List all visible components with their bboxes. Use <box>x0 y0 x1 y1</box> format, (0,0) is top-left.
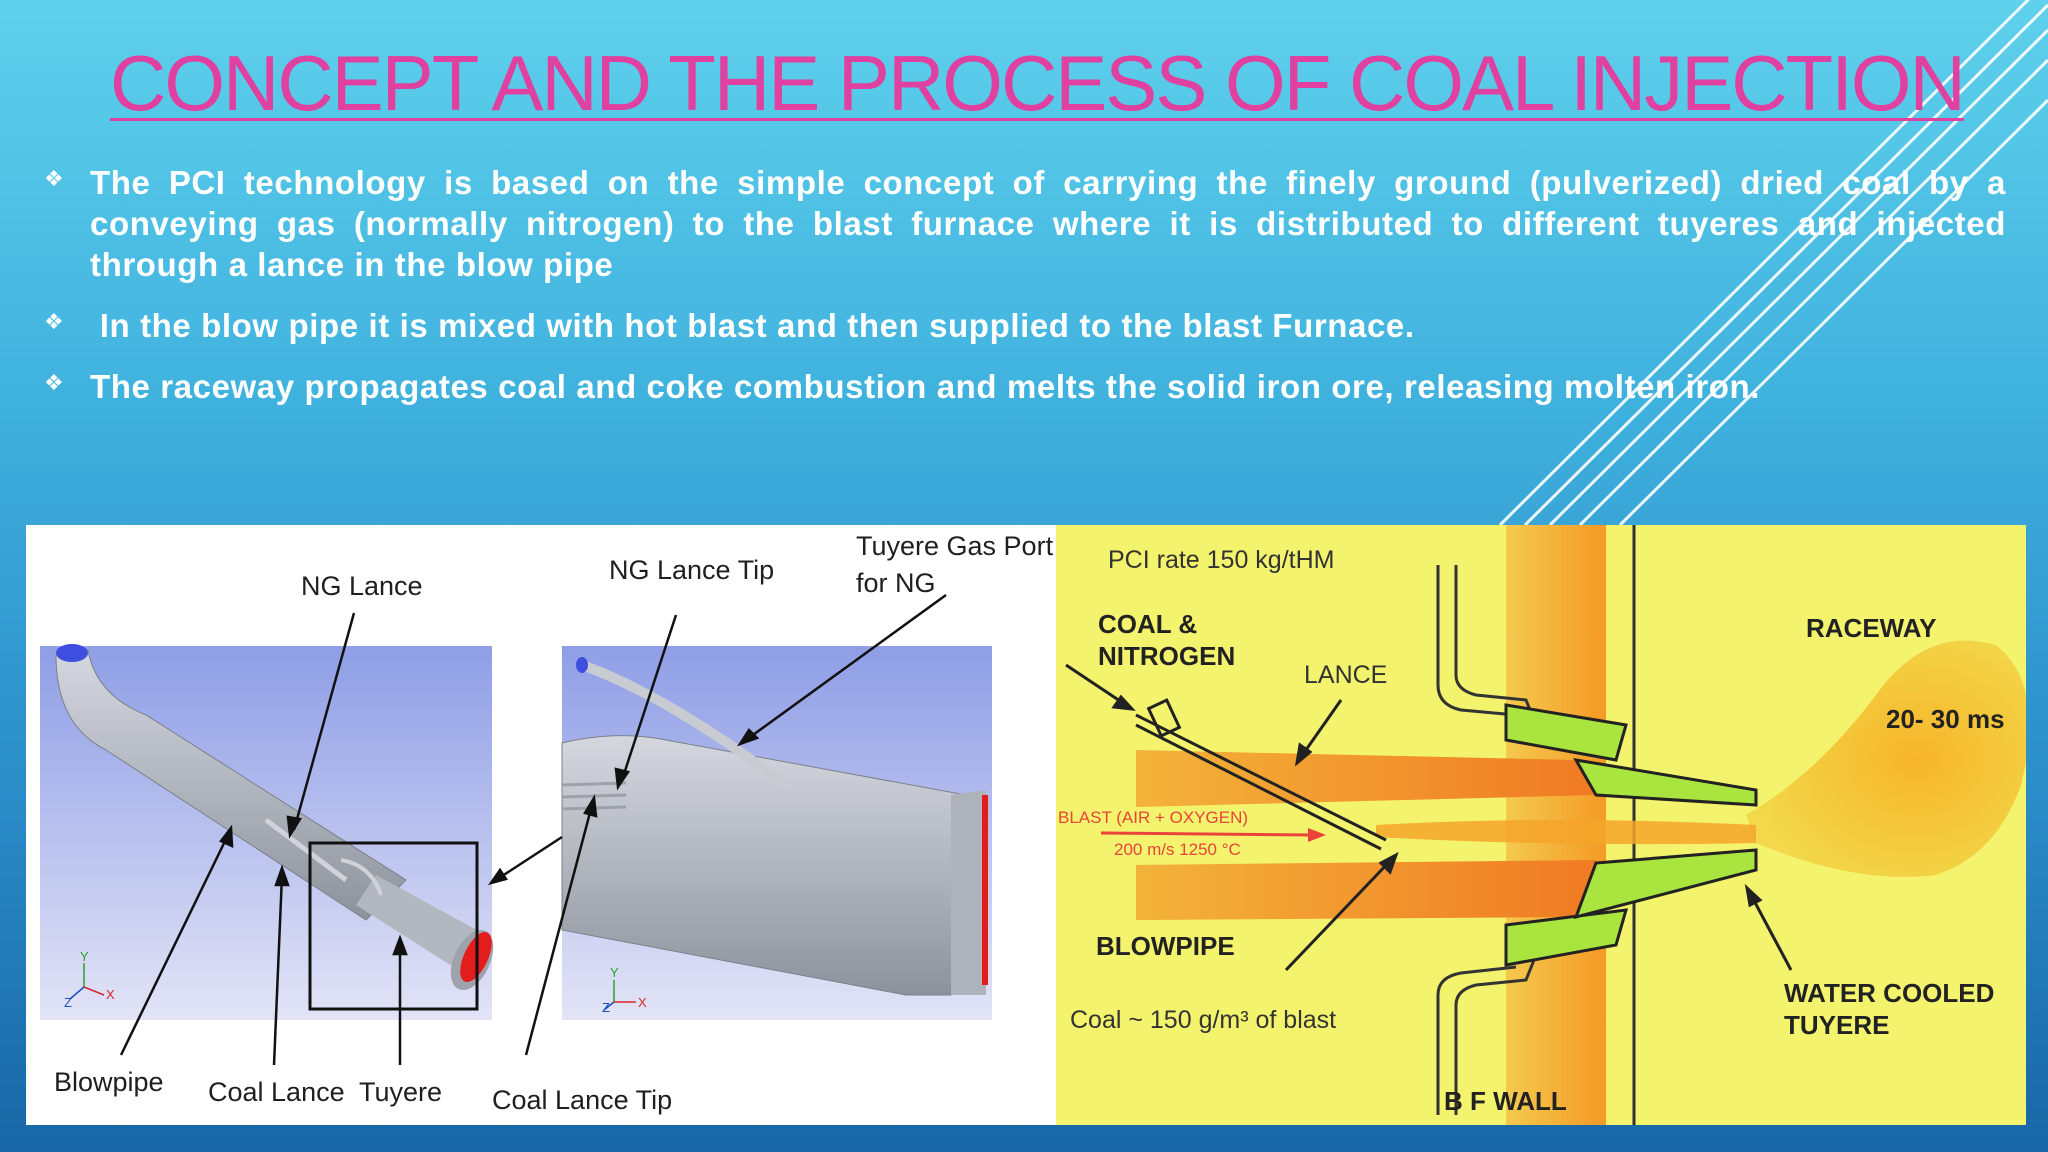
diagram-arrows <box>1065 663 1793 972</box>
label-water-cooled-2: TUYERE <box>1784 1010 1889 1040</box>
label-water-cooled: WATER COOLED <box>1784 978 1994 1008</box>
label-raceway: RACEWAY <box>1806 613 1937 643</box>
label-coal-lance: Coal Lance <box>208 1077 345 1107</box>
bullet-text: The raceway propagates coal and coke com… <box>90 368 1761 405</box>
lance-geometry-diagram: Y X Z Y X Z <box>26 525 1056 1125</box>
bullet-item: ❖ The raceway propagates coal and coke c… <box>40 366 2006 407</box>
diamond-bullet-icon: ❖ <box>44 310 64 335</box>
label-coal-rate: Coal ~ 150 g/m³ of blast <box>1070 1006 1336 1034</box>
label-tuyere: Tuyere <box>359 1077 442 1107</box>
label-ng-lance-tip: NG Lance Tip <box>609 555 774 585</box>
label-bf-wall: B F WALL <box>1444 1086 1567 1116</box>
svg-text:Z: Z <box>602 1000 610 1015</box>
lance-shape <box>1135 713 1387 842</box>
zoom-box <box>308 841 479 1011</box>
label-tuyere-gas-port: Tuyere Gas Port <box>856 531 1054 561</box>
pci-process-diagram: PCI rate 150 kg/tHM COAL & NITROGEN LANC… <box>1056 525 2026 1125</box>
bullet-list: ❖ The PCI technology is based on the sim… <box>40 162 2006 427</box>
axis-y-label: Y <box>80 949 89 964</box>
label-blast: BLAST (AIR + OXYGEN) <box>1058 808 1248 827</box>
label-ng-lance: NG Lance <box>301 571 423 601</box>
leader-lines <box>119 593 947 1066</box>
label-coal-nitrogen: COAL & <box>1098 609 1197 639</box>
diamond-bullet-icon: ❖ <box>44 371 64 396</box>
diamond-bullet-icon: ❖ <box>44 167 64 192</box>
bullet-item: ❖ In the blow pipe it is mixed with hot … <box>40 305 2006 346</box>
label-blowpipe: Blowpipe <box>54 1067 164 1097</box>
bullet-text: The PCI technology is based on the simpl… <box>90 164 2006 283</box>
axis-triad-icon <box>69 963 105 1000</box>
label-coal-lance-tip: Coal Lance Tip <box>492 1085 672 1115</box>
axis-z-label: Z <box>64 995 72 1010</box>
label-pci-rate: PCI rate 150 kg/tHM <box>1108 546 1334 574</box>
label-raceway-time: 20- 30 ms <box>1886 704 2005 734</box>
svg-text:Y: Y <box>610 965 619 980</box>
raceway-flame <box>1746 640 2026 877</box>
label-coal-nitrogen-2: NITROGEN <box>1098 641 1235 671</box>
bullet-text: In the blow pipe it is mixed with hot bl… <box>90 307 1415 344</box>
tuyere-shape <box>1504 703 1628 762</box>
label-blast-speed: 200 m/s 1250 °C <box>1114 840 1241 859</box>
bullet-item: ❖ The PCI technology is based on the sim… <box>40 162 2006 285</box>
label-blowpipe-right: BLOWPIPE <box>1096 931 1235 961</box>
axis-triad-icon <box>603 980 636 1011</box>
label-tuyere-gas-port-2: for NG <box>856 568 936 598</box>
svg-text:X: X <box>638 995 647 1010</box>
slide-title: CONCEPT AND THE PROCESS OF COAL INJECTIO… <box>110 39 1966 127</box>
label-lance: LANCE <box>1304 661 1387 689</box>
axis-x-label: X <box>106 987 115 1002</box>
coal-injection-figure: Y X Z Y X Z <box>26 525 2026 1125</box>
